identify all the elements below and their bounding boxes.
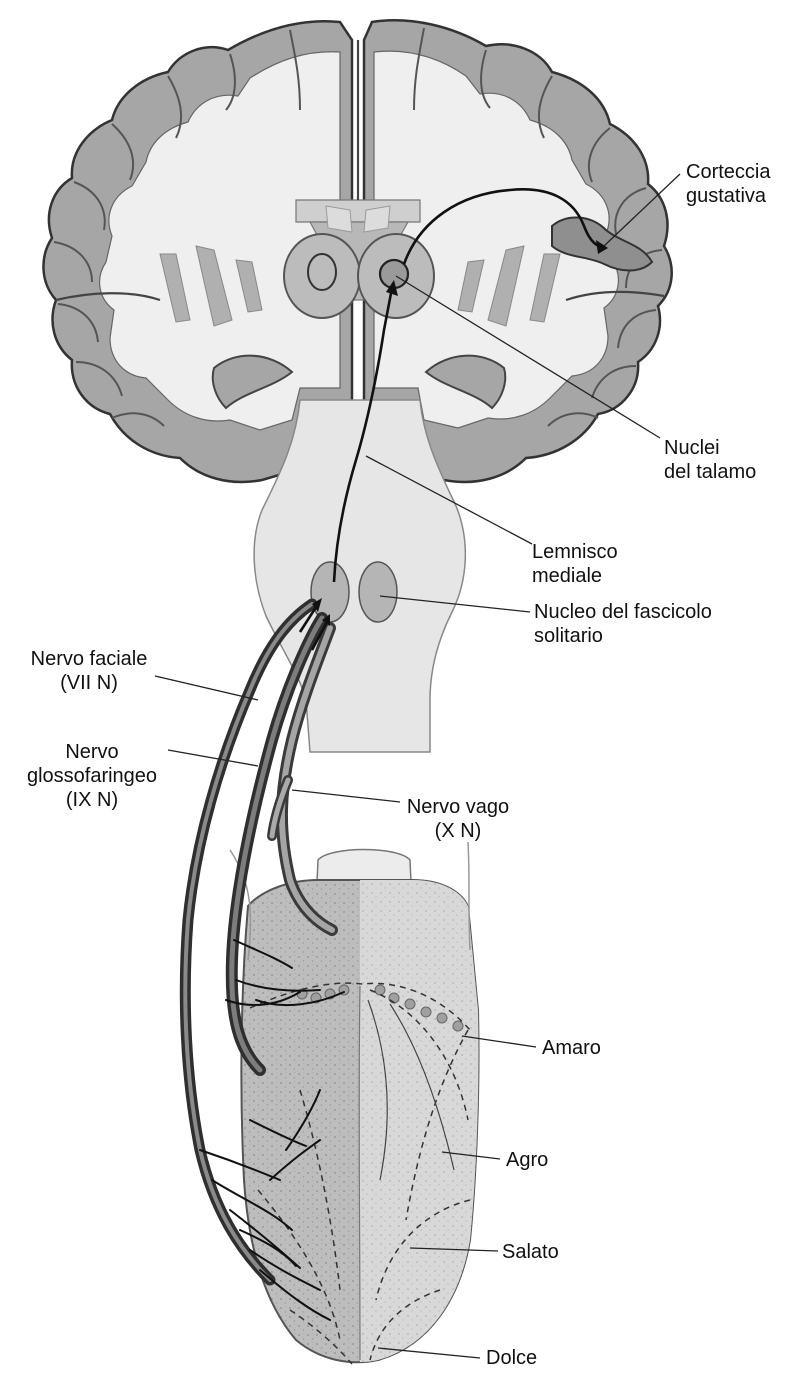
label-nervo-faciale: Nervo faciale (VII N) <box>14 647 164 695</box>
label-talamo-line1: Nuclei <box>664 436 756 460</box>
label-glosso-line3: (IX N) <box>12 788 172 812</box>
corpus-callosum <box>296 200 420 222</box>
tongue-right-half <box>360 880 479 1362</box>
label-corteccia-gustativa: Corteccia gustativa <box>686 160 770 208</box>
label-corteccia-line1: Corteccia <box>686 160 770 184</box>
label-dolce: Dolce <box>486 1346 537 1370</box>
label-lemnisco-mediale: Lemnisco mediale <box>532 540 618 588</box>
leader-facciale <box>155 676 258 700</box>
label-lemnisco-line1: Lemnisco <box>532 540 618 564</box>
label-salato: Salato <box>502 1240 559 1264</box>
label-glosso-line2: glossofaringeo <box>12 764 172 788</box>
solitary-nucleus-left <box>311 562 349 622</box>
label-facciale-line2: (VII N) <box>14 671 164 695</box>
leader-glosso <box>168 750 258 766</box>
label-lemnisco-line2: mediale <box>532 564 618 588</box>
solitary-nucleus-right <box>359 562 397 622</box>
tongue <box>230 842 479 1364</box>
label-talamo-line2: del talamo <box>664 460 756 484</box>
label-nervo-glossofaringeo: Nervo glossofaringeo (IX N) <box>12 740 172 812</box>
label-glosso-line1: Nervo <box>12 740 172 764</box>
left-thalamus <box>284 234 360 318</box>
label-nucleo-fascicolo-solitario: Nucleo del fascicolo solitario <box>534 600 712 648</box>
label-corteccia-line2: gustativa <box>686 184 770 208</box>
label-nucleo-line1: Nucleo del fascicolo <box>534 600 712 624</box>
label-agro: Agro <box>506 1148 548 1172</box>
label-facciale-line1: Nervo faciale <box>14 647 164 671</box>
label-amaro: Amaro <box>542 1036 601 1060</box>
label-vago-line1: Nervo vago <box>400 795 516 819</box>
label-vago-line2: (X N) <box>400 819 516 843</box>
label-nuclei-del-talamo: Nuclei del talamo <box>664 436 756 484</box>
label-nervo-vago: Nervo vago (X N) <box>400 795 516 843</box>
label-nucleo-line2: solitario <box>534 624 712 648</box>
leader-vago <box>292 790 400 802</box>
